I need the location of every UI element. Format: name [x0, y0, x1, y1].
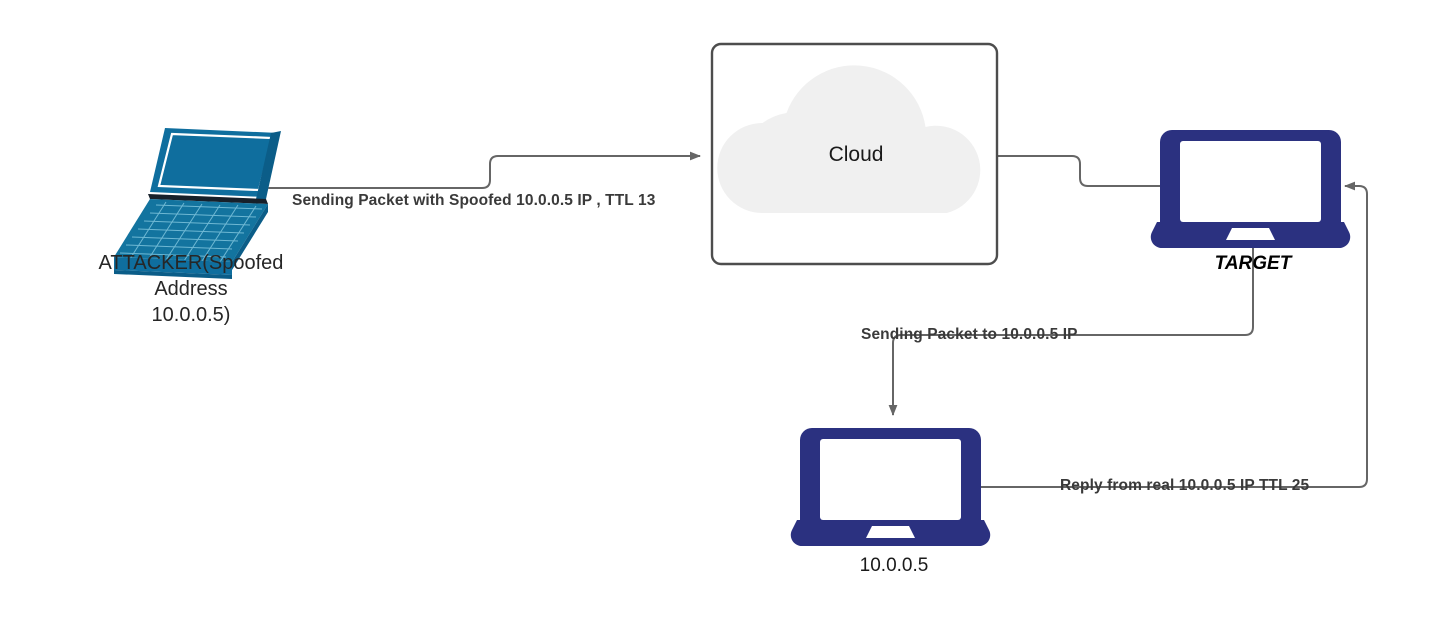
cloud-shape: [717, 65, 981, 213]
edge-victim-to-target: [980, 181, 1368, 488]
edge-attacker-to-cloud: [262, 151, 701, 189]
edge-label-to-victim: Sending Packet to 10.0.0.5 IP: [861, 326, 1078, 343]
edge-label-reply: Reply from real 10.0.0.5 IP TTL 25: [1060, 477, 1310, 494]
edge-target-to-victim: [888, 243, 1254, 416]
target-laptop-icon: [1150, 130, 1351, 249]
cloud-box: [710, 42, 999, 266]
victim-laptop-icon: [790, 428, 991, 547]
attacker-laptop-icon: [114, 126, 281, 279]
edge-cloud-to-target: [997, 155, 1166, 187]
edge-label-spoofed-packet: Sending Packet with Spoofed 10.0.0.5 IP …: [292, 192, 656, 209]
